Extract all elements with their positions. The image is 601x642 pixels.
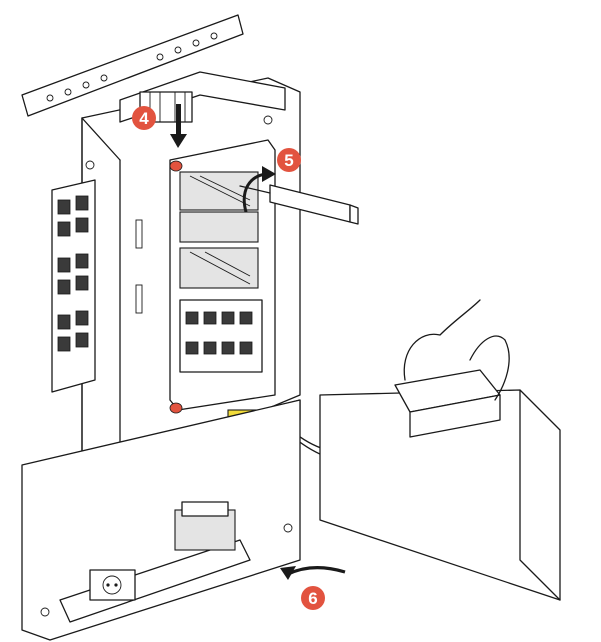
svg-text:4: 4 — [139, 109, 149, 128]
arrow-down-icon — [170, 104, 187, 148]
top-mounting-bracket — [21, 14, 244, 117]
rotate-arrow-icon — [242, 166, 276, 213]
curved-arrow-left-icon — [280, 566, 346, 580]
svg-text:5: 5 — [284, 151, 293, 170]
central-module-stack — [169, 139, 276, 414]
bottom-plate — [21, 399, 301, 641]
svg-text:6: 6 — [308, 589, 317, 608]
handheld-device — [394, 299, 510, 438]
screwdriver — [239, 184, 359, 225]
step-badge-6: 6 — [301, 586, 325, 610]
step-badge-4: 4 — [132, 106, 156, 130]
step-badge-5: 5 — [277, 148, 301, 172]
left-terminal-strip — [51, 179, 96, 393]
